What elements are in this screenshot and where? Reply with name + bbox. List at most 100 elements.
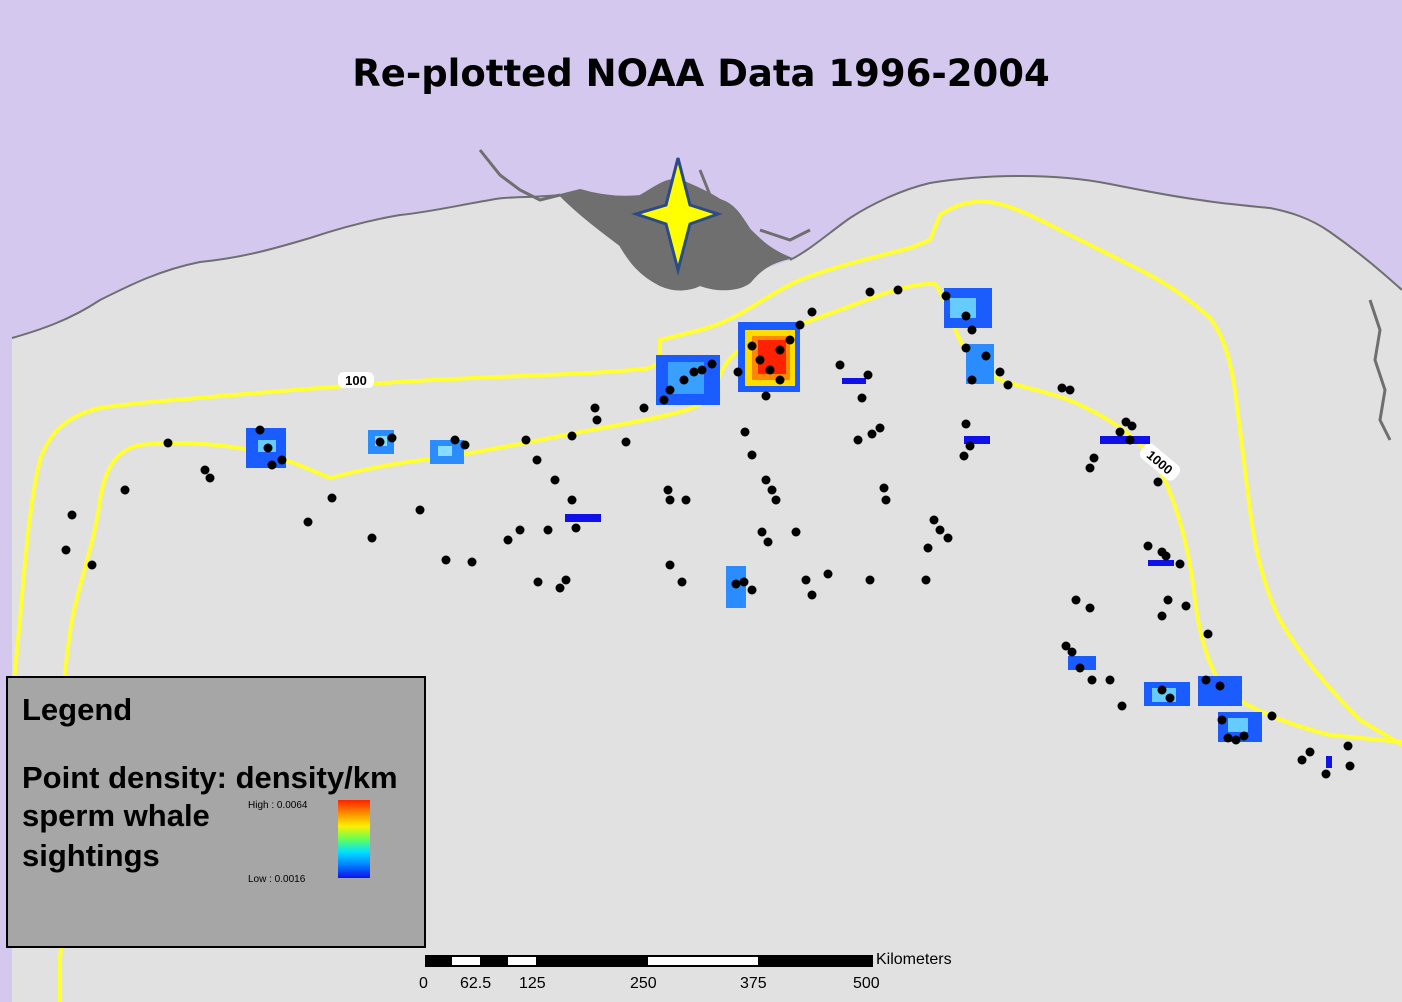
sighting-point bbox=[853, 435, 863, 445]
sighting-point bbox=[267, 460, 277, 470]
sighting-point bbox=[1125, 435, 1135, 445]
legend-layer-line2: sperm whale bbox=[22, 798, 210, 833]
sighting-point bbox=[1003, 380, 1013, 390]
sighting-point bbox=[747, 585, 757, 595]
sighting-point bbox=[761, 475, 771, 485]
sighting-point bbox=[1203, 629, 1213, 639]
scale-bar bbox=[425, 955, 873, 967]
sighting-point bbox=[707, 359, 717, 369]
sighting-point bbox=[1075, 663, 1085, 673]
sighting-point bbox=[857, 393, 867, 403]
sighting-point bbox=[1163, 595, 1173, 605]
sighting-point bbox=[677, 577, 687, 587]
sighting-point bbox=[567, 495, 577, 505]
sighting-point bbox=[571, 523, 581, 533]
density-cell bbox=[565, 514, 601, 522]
legend-heading: Legend bbox=[22, 692, 133, 727]
sighting-point bbox=[731, 579, 741, 589]
sighting-point bbox=[67, 510, 77, 520]
sighting-point bbox=[981, 351, 991, 361]
sighting-point bbox=[515, 525, 525, 535]
coastline bbox=[11, 174, 1402, 339]
density-cell bbox=[1068, 656, 1096, 670]
sighting-point bbox=[1321, 769, 1331, 779]
sighting-point bbox=[807, 590, 817, 600]
sighting-point bbox=[795, 320, 805, 330]
density-cell bbox=[964, 436, 990, 444]
legend-layer-name: Point density: density/km bbox=[22, 760, 398, 795]
sighting-point bbox=[967, 375, 977, 385]
sighting-point bbox=[879, 483, 889, 493]
density-cell bbox=[1100, 436, 1150, 444]
sighting-point bbox=[1165, 693, 1175, 703]
scale-tick-label: 500 bbox=[853, 975, 880, 992]
sighting-point bbox=[1345, 761, 1355, 771]
sighting-point bbox=[1157, 611, 1167, 621]
sighting-point bbox=[521, 435, 531, 445]
sighting-point bbox=[663, 485, 673, 495]
sighting-point bbox=[1175, 559, 1185, 569]
sighting-point bbox=[697, 365, 707, 375]
sighting-point bbox=[679, 375, 689, 385]
sighting-point bbox=[567, 431, 577, 441]
sighting-point bbox=[1161, 551, 1171, 561]
sighting-point bbox=[1065, 385, 1075, 395]
sighting-point bbox=[467, 557, 477, 567]
sighting-point bbox=[1143, 541, 1153, 551]
sighting-point bbox=[929, 515, 939, 525]
sighting-point bbox=[561, 575, 571, 585]
florida-coast-marsh bbox=[1368, 299, 1392, 441]
sighting-point bbox=[967, 325, 977, 335]
density-cell bbox=[1148, 560, 1174, 566]
sighting-point bbox=[415, 505, 425, 515]
density-cell bbox=[950, 298, 976, 318]
sighting-point bbox=[1157, 685, 1167, 695]
scale-tick-label: 62.5 bbox=[460, 975, 492, 992]
sighting-point bbox=[755, 355, 765, 365]
sighting-point bbox=[441, 555, 451, 565]
sighting-point bbox=[1127, 421, 1137, 431]
sighting-point bbox=[327, 493, 337, 503]
sighting-point bbox=[965, 441, 975, 451]
contour-label-100: 100 bbox=[338, 372, 374, 388]
sighting-point bbox=[785, 335, 795, 345]
sighting-point bbox=[255, 425, 265, 435]
contour-label-100-text: 100 bbox=[345, 373, 367, 388]
sighting-point bbox=[747, 341, 757, 351]
sighting-point bbox=[823, 569, 833, 579]
sighting-point bbox=[1343, 741, 1353, 751]
sighting-point bbox=[1297, 755, 1307, 765]
scale-tick-label: 375 bbox=[740, 975, 767, 992]
scale-tick-label: 250 bbox=[630, 975, 657, 992]
sighting-point bbox=[205, 473, 215, 483]
contour-100m bbox=[10, 199, 1402, 747]
sighting-point bbox=[1305, 747, 1315, 757]
sighting-point bbox=[1057, 383, 1067, 393]
sighting-point bbox=[739, 577, 749, 587]
sighting-point bbox=[665, 385, 675, 395]
sighting-point bbox=[665, 560, 675, 570]
sighting-point bbox=[740, 427, 750, 437]
sighting-point bbox=[1181, 601, 1191, 611]
sighting-point bbox=[835, 360, 845, 370]
legend-color-ramp bbox=[338, 800, 370, 878]
density-cell bbox=[1228, 718, 1248, 732]
sighting-point bbox=[550, 475, 560, 485]
scale-tick-label: 0 bbox=[419, 975, 428, 992]
four-point-star-icon bbox=[631, 157, 723, 276]
sighting-point bbox=[1267, 711, 1277, 721]
sighting-point bbox=[621, 437, 631, 447]
sighting-point bbox=[765, 365, 775, 375]
sighting-point bbox=[639, 403, 649, 413]
legend-panel: Legend Point density: density/km sperm w… bbox=[6, 676, 426, 948]
sighting-point bbox=[277, 455, 287, 465]
sighting-point bbox=[1071, 595, 1081, 605]
sighting-point bbox=[961, 311, 971, 321]
sighting-point bbox=[665, 495, 675, 505]
sighting-point bbox=[1239, 731, 1249, 741]
sighting-point bbox=[61, 545, 71, 555]
legend-low-label: Low : 0.0016 bbox=[248, 874, 306, 885]
sighting-point bbox=[375, 437, 385, 447]
sighting-point bbox=[935, 525, 945, 535]
sighting-point bbox=[1067, 647, 1077, 657]
